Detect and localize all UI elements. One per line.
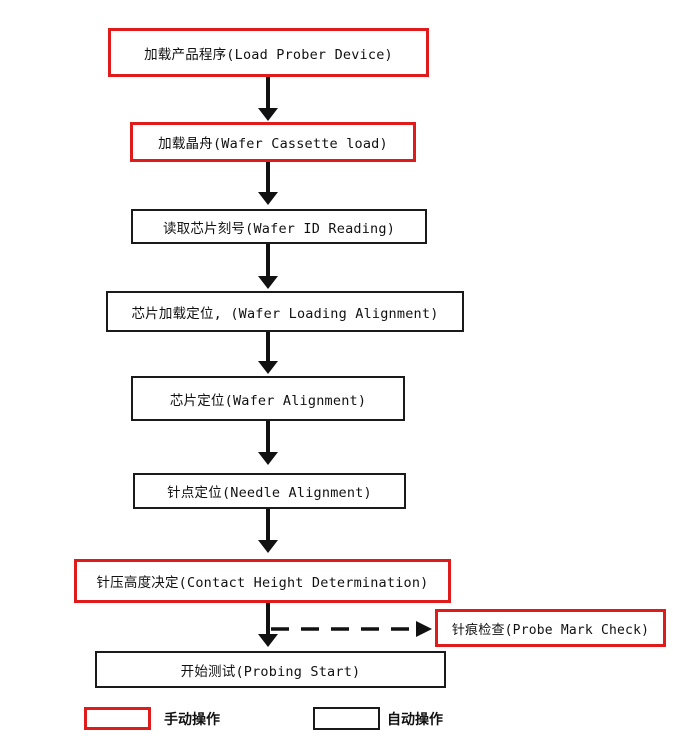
step-label: 加载产品程序(Load Prober Device) <box>144 46 393 63</box>
step-label: 针痕检查(Probe Mark Check) <box>451 622 650 638</box>
legend-manual-label: 手动操作 <box>164 712 220 728</box>
flow-arrow-1 <box>258 77 278 121</box>
flow-arrow-5 <box>258 421 278 465</box>
step-label: 针压高度决定(Contact Height Determination) <box>96 575 429 591</box>
flow-arrow-3 <box>258 244 278 289</box>
legend-auto-swatch <box>313 707 380 730</box>
legend-manual-swatch <box>84 707 151 730</box>
step-probe-mark-check: 针痕检查(Probe Mark Check) <box>435 609 666 647</box>
step-needle-alignment: 针点定位(Needle Alignment) <box>133 473 406 509</box>
flow-arrow-4 <box>258 332 278 374</box>
step-probing-start: 开始测试(Probing Start) <box>95 651 446 688</box>
step-label: 开始测试(Probing Start) <box>180 663 361 680</box>
step-label: 加载晶舟(Wafer Cassette load) <box>158 136 388 152</box>
step-wafer-loading-alignment: 芯片加载定位, (Wafer Loading Alignment) <box>106 291 464 332</box>
legend-auto-label: 自动操作 <box>387 712 443 728</box>
step-label: 针点定位(Needle Alignment) <box>167 485 372 501</box>
step-wafer-id-reading: 读取芯片刻号(Wafer ID Reading) <box>131 209 427 244</box>
step-label: 芯片加载定位, (Wafer Loading Alignment) <box>131 305 439 322</box>
flow-arrow-6 <box>258 509 278 553</box>
flow-arrow-7 <box>258 603 278 647</box>
step-label: 芯片定位(Wafer Alignment) <box>169 392 367 409</box>
step-wafer-alignment: 芯片定位(Wafer Alignment) <box>131 376 405 421</box>
branch-dashed-arrow <box>271 621 432 637</box>
flow-arrow-2 <box>258 162 278 205</box>
step-load-prober-device: 加载产品程序(Load Prober Device) <box>108 28 429 77</box>
step-contact-height-determination: 针压高度决定(Contact Height Determination) <box>74 559 451 603</box>
step-label: 读取芯片刻号(Wafer ID Reading) <box>162 220 396 237</box>
step-wafer-cassette-load: 加载晶舟(Wafer Cassette load) <box>130 122 416 162</box>
